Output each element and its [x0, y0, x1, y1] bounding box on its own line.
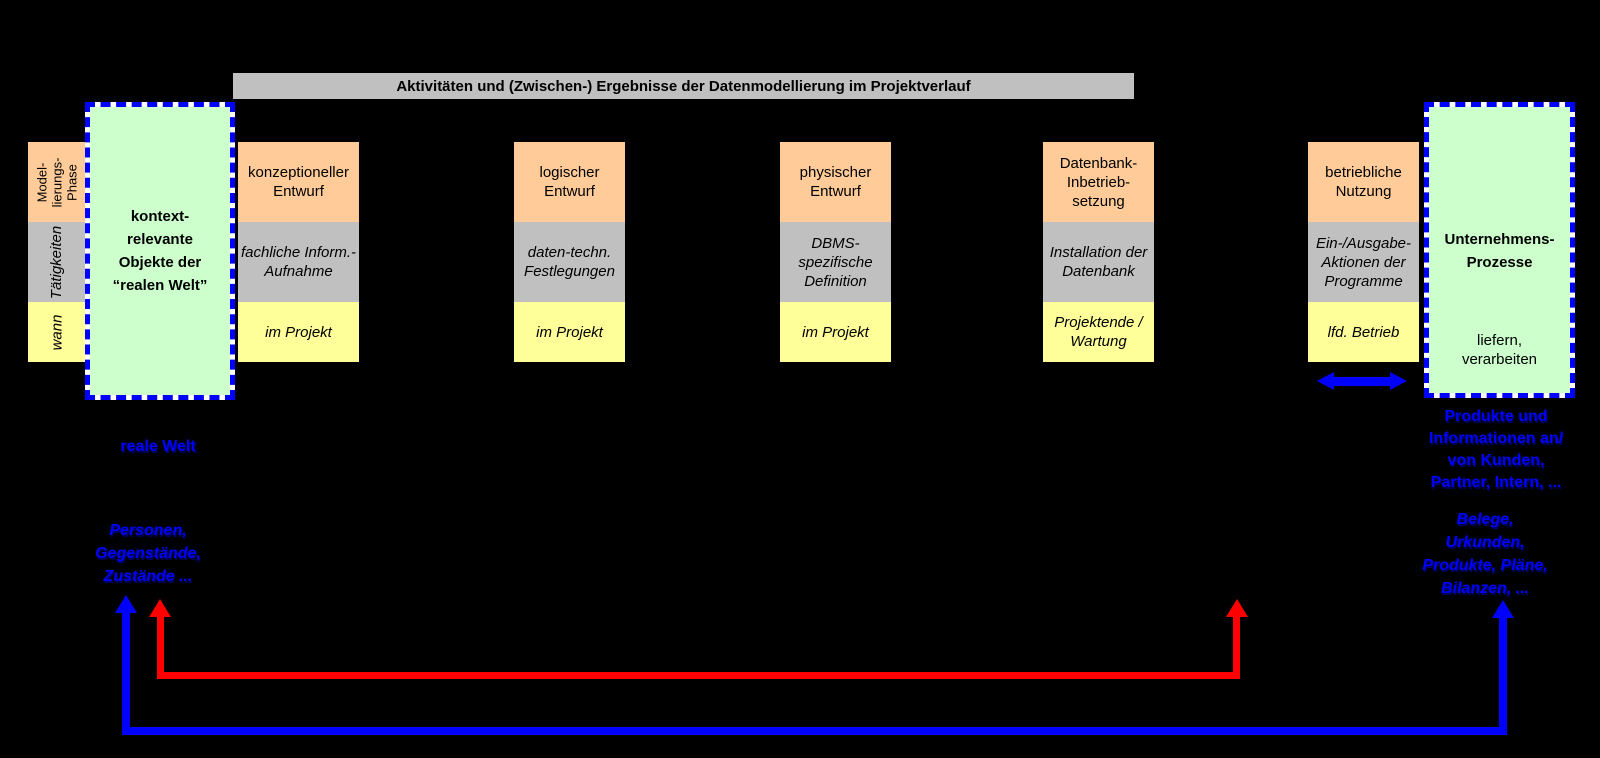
enterprise-box-title: Unternehmens- Prozesse [1444, 231, 1555, 271]
when-cell: im Projekt [238, 302, 359, 362]
phase-column-betriebliche-nutzung: betriebliche Nutzung Ein-/Ausgabe- Aktio… [1308, 142, 1419, 362]
row-label-when-text: wann [47, 314, 65, 350]
red-arrow-up-icon [1226, 599, 1248, 617]
real-world-box-label: kontext- relevante Objekte der “realen W… [112, 208, 208, 294]
row-label-phase: Model- lierungs- Phase [28, 142, 85, 222]
annotation-enterprise-items: Belege, Urkunden, Produkte, Pläne, Bilan… [1422, 511, 1548, 597]
arrow-right-icon [1390, 372, 1407, 390]
enterprise-box: Unternehmens- Prozesse liefern, verarbei… [1424, 102, 1575, 398]
activity-cell: fachliche Inform.- Aufnahme [238, 222, 359, 302]
when-cell: im Projekt [514, 302, 625, 362]
row-label-activities-text: Tätigkeiten [48, 225, 65, 299]
row-label-phase-text: Model- lierungs- Phase [33, 157, 79, 207]
activity-cell: Ein-/Ausgabe- Aktionen der Programme [1308, 222, 1419, 302]
enterprise-box-subtitle: liefern, verarbeiten [1461, 332, 1538, 368]
exchange-double-arrow [1333, 377, 1391, 386]
blue-feedback-connector [1499, 616, 1507, 735]
annotation-enterprise-io: Produkte und Informationen an/ von Kunde… [1428, 408, 1564, 491]
phase-cell: physischer Entwurf [780, 142, 891, 222]
annotation-real-world: reale Welt [120, 438, 196, 455]
phase-cell: konzeptioneller Entwurf [238, 142, 359, 222]
when-cell: Projektende / Wartung [1043, 302, 1154, 362]
red-feedback-connector [157, 614, 164, 679]
annotation-real-world-items: Personen, Gegenstände, Zustände ... [95, 522, 201, 585]
when-cell: lfd. Betrieb [1308, 302, 1419, 362]
when-cell: im Projekt [780, 302, 891, 362]
phase-column-konzeptioneller-entwurf: konzeptioneller Entwurf fachliche Inform… [238, 142, 359, 362]
phase-column-datenbank-inbetriebsetzung: Datenbank- Inbetrieb- setzung Installati… [1043, 142, 1154, 362]
activity-cell: DBMS- spezifische Definition [780, 222, 891, 302]
row-label-activities: Tätigkeiten [28, 222, 85, 302]
title-bar: Aktivitäten und (Zwischen-) Ergebnisse d… [233, 73, 1134, 99]
phase-column-physischer-entwurf: physischer Entwurf DBMS- spezifische Def… [780, 142, 891, 362]
activity-cell: Installation der Datenbank [1043, 222, 1154, 302]
blue-arrow-up-icon [115, 595, 137, 613]
blue-feedback-connector [122, 727, 1507, 735]
row-label-when: wann [28, 302, 85, 362]
phase-cell: Datenbank- Inbetrieb- setzung [1043, 142, 1154, 222]
red-feedback-connector [1233, 614, 1240, 679]
activity-cell: daten-techn. Festlegungen [514, 222, 625, 302]
blue-feedback-connector [122, 611, 130, 735]
red-arrow-up-icon [149, 599, 171, 617]
real-world-box: kontext- relevante Objekte der “realen W… [85, 102, 235, 400]
arrow-left-icon [1317, 372, 1334, 390]
phase-column-logischer-entwurf: logischer Entwurf daten-techn. Festlegun… [514, 142, 625, 362]
red-feedback-connector [157, 672, 1240, 679]
blue-arrow-up-icon [1492, 600, 1514, 618]
phase-cell: betriebliche Nutzung [1308, 142, 1419, 222]
phase-cell: logischer Entwurf [514, 142, 625, 222]
